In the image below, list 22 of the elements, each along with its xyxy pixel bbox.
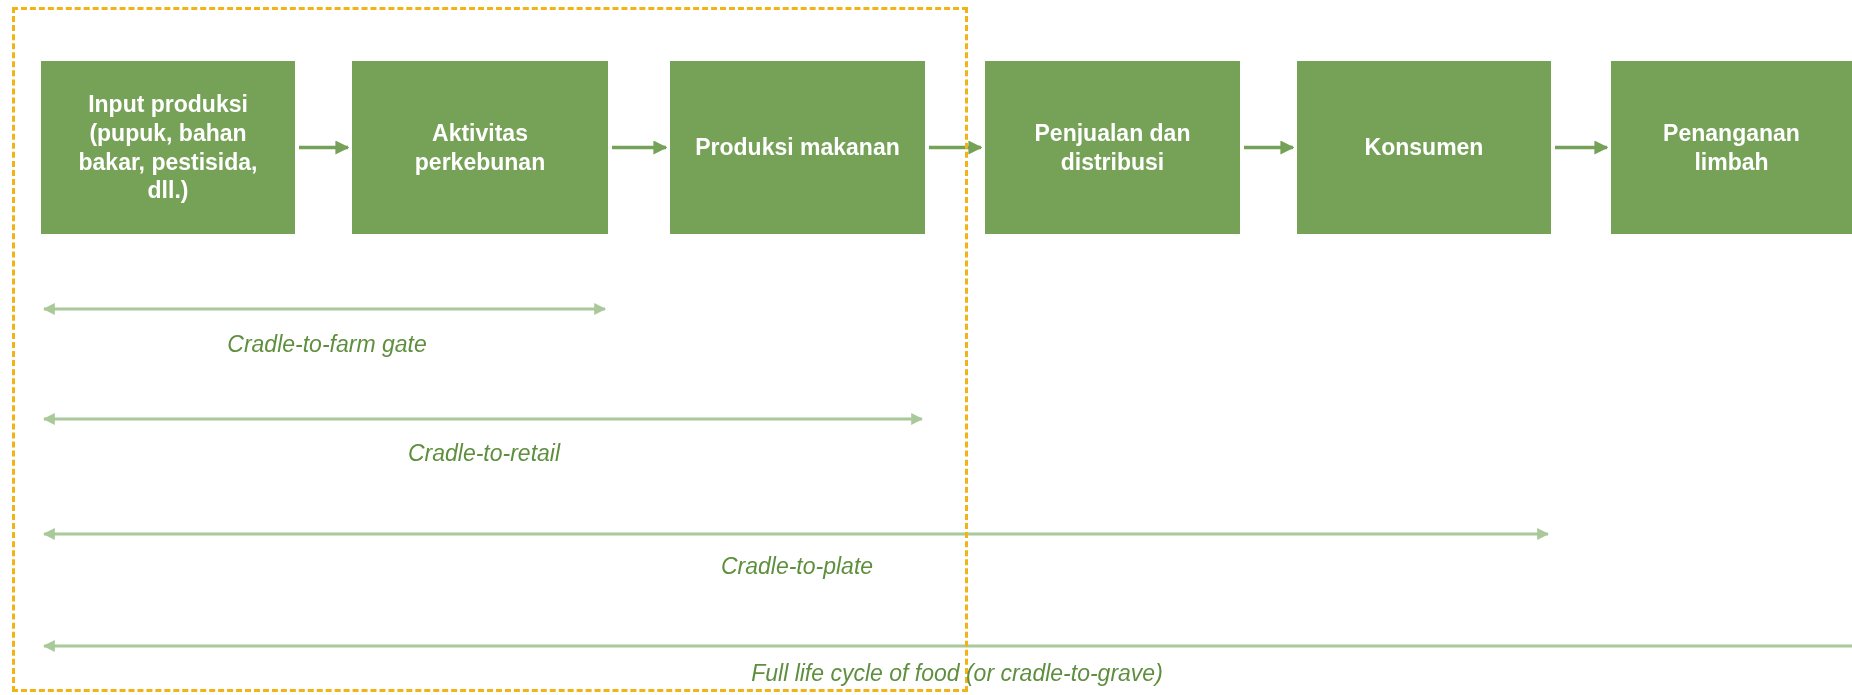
box-label: Penanganan limbah [1662, 118, 1801, 177]
box-label: Aktivitas perkebunan [413, 118, 547, 177]
arrow [299, 140, 350, 155]
span-label: Cradle-to-farm gate [227, 331, 427, 358]
box-label: Konsumen [1364, 133, 1484, 162]
span-label: Full life cycle of food (or cradle-to-grave) [751, 660, 1163, 687]
dashed-group-box [12, 7, 968, 692]
process-box [352, 61, 608, 234]
arrow [612, 140, 668, 155]
arrow [929, 140, 983, 155]
span-label: Cradle-to-retail [407, 440, 561, 467]
box-label: Input produksi (pupuk, bahan bakar, pestisida, dll.) [77, 90, 259, 205]
process-box [985, 61, 1240, 234]
process-box [1297, 61, 1551, 234]
process-box [670, 61, 925, 234]
box-label: Produksi makanan [695, 133, 900, 162]
process-box [1611, 61, 1852, 234]
arrow [1555, 140, 1609, 155]
box-label: Penjualan dan distribusi [1033, 118, 1192, 177]
process-box [41, 61, 295, 234]
span-label: Cradle-to-plate [720, 553, 874, 580]
arrow [1244, 140, 1295, 155]
